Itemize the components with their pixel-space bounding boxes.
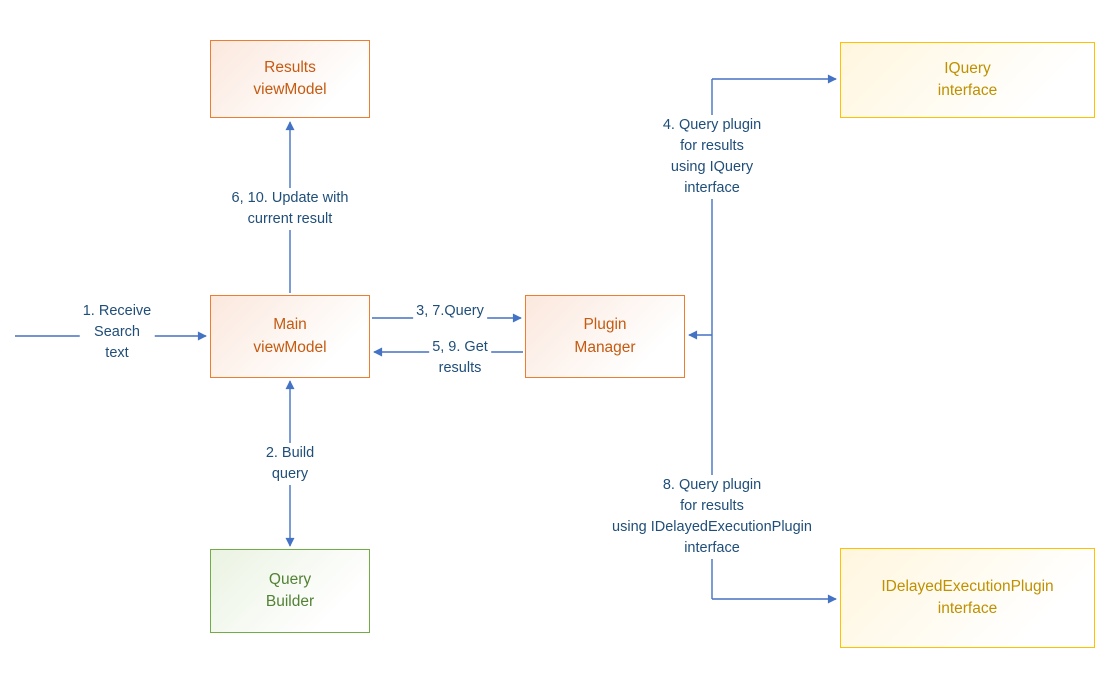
node-main-viewmodel: Main viewModel — [210, 295, 370, 378]
label-update-result: 6, 10. Update with current result — [228, 188, 352, 230]
node-idelayed-interface: IDelayedExecutionPlugin interface — [840, 548, 1095, 648]
label-receive-search: 1. Receive Search text — [79, 301, 155, 364]
node-query-builder: Query Builder — [210, 549, 370, 633]
label-query: 3, 7.Query — [413, 301, 487, 322]
label-query-iquery: 4. Query plugin for results using IQuery… — [659, 115, 765, 199]
label-get-results: 5, 9. Get results — [429, 337, 491, 379]
node-plugin-manager: Plugin Manager — [525, 295, 685, 378]
node-results-viewmodel: Results viewModel — [210, 40, 370, 118]
label-query-idelayed: 8. Query plugin for results using IDelay… — [609, 475, 815, 559]
label-build-query: 2. Build query — [262, 443, 318, 485]
node-iquery-interface: IQuery interface — [840, 42, 1095, 118]
